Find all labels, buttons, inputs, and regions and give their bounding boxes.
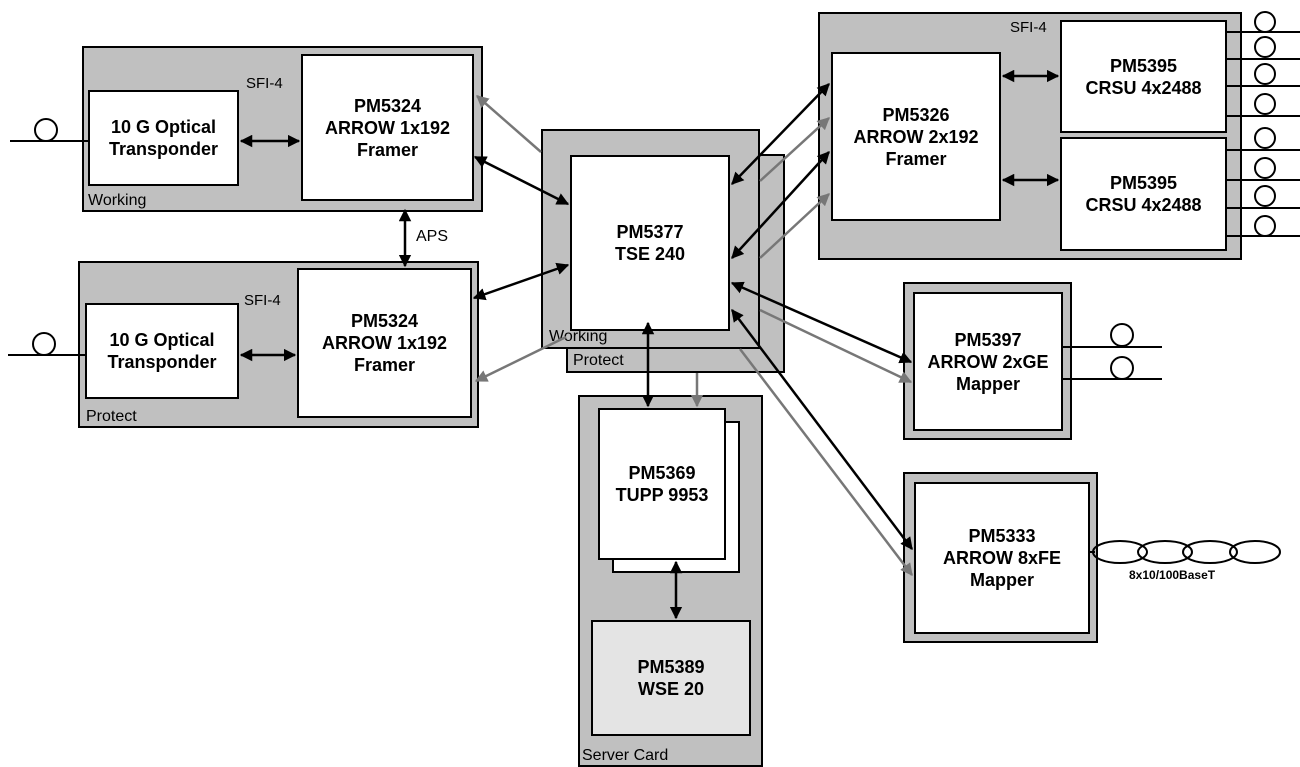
tse-framer2x192-link-b — [731, 151, 830, 259]
framer-working-tse-link — [473, 155, 570, 206]
fiber-protect — [8, 332, 85, 356]
sfi4-label-top: SFI-4 — [1010, 19, 1047, 36]
fe-twisted-pair — [1090, 540, 1281, 564]
sfi4-label-working: SFI-4 — [246, 75, 283, 92]
crsu-fibers — [1227, 11, 1300, 237]
working-card-label: Working — [88, 192, 147, 209]
aps-label: APS — [416, 228, 449, 245]
protect-to-fe-mapper — [739, 348, 913, 576]
fiber-working — [10, 118, 88, 142]
protect-to-ge-mapper — [759, 308, 913, 384]
framer-protect-tse-link — [472, 262, 570, 301]
protect-to-framer-protect — [474, 335, 567, 383]
server-card-label: Server Card — [582, 747, 669, 764]
fe-ports-label: 8x10/100BaseT — [1129, 568, 1216, 582]
tse-fe-mapper-link — [731, 309, 913, 550]
protect-to-framer-working — [476, 95, 542, 153]
protect-to-framer2x192-b — [759, 193, 830, 259]
tse-protect-label: Protect — [573, 352, 624, 369]
protect-card-label: Protect — [86, 408, 137, 425]
ge-fibers — [1063, 323, 1162, 380]
sfi4-label-protect: SFI-4 — [244, 292, 281, 309]
protect-to-framer2x192-a — [759, 117, 830, 182]
tse-working-label: Working — [549, 328, 608, 345]
tse-ge-mapper-link — [730, 281, 913, 364]
